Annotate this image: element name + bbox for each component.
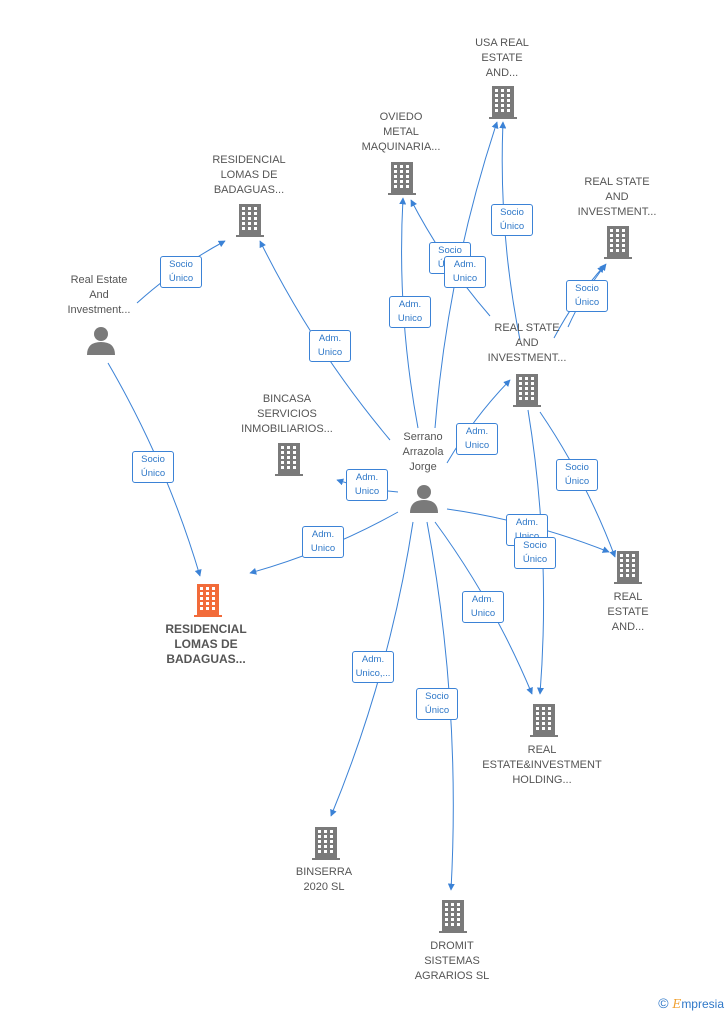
edge-label[interactable]: Socio Único <box>132 451 174 483</box>
node-label-oviedo[interactable]: OVIEDO METAL MAQUINARIA... <box>361 111 441 153</box>
building-icon[interactable] <box>275 443 303 476</box>
building-icon[interactable] <box>194 584 222 617</box>
building-icon[interactable] <box>530 704 558 737</box>
edge-label[interactable]: Adm. Unico <box>444 256 486 288</box>
nodes-layer <box>87 86 642 933</box>
node-label-real_estate_and[interactable]: REAL ESTATE AND... <box>607 591 649 633</box>
edge-label[interactable]: Adm. Unico <box>462 591 504 623</box>
person-icon[interactable] <box>87 327 115 355</box>
person-icon[interactable] <box>410 485 438 513</box>
edge-label[interactable]: Socio Único <box>160 256 202 288</box>
edge-serrano-to-re_inv_mid <box>446 379 511 464</box>
edge-label[interactable]: Socio Único <box>514 537 556 569</box>
node-label-serrano[interactable]: Serrano Arrazola Jorge <box>402 431 444 473</box>
empresia-brand[interactable]: ©Empresia <box>658 995 724 1011</box>
edge-label[interactable]: Adm. Unico <box>302 526 344 558</box>
building-icon[interactable] <box>388 162 416 195</box>
edge-label[interactable]: Adm. Unico <box>456 423 498 455</box>
node-label-realestate_person[interactable]: Real Estate And Investment... <box>67 274 131 316</box>
node-label-usa[interactable]: USA REAL ESTATE AND... <box>475 37 529 79</box>
edge-label[interactable]: Socio Único <box>416 688 458 720</box>
building-icon[interactable] <box>439 900 467 933</box>
edge-label[interactable]: Socio Único <box>566 280 608 312</box>
node-label-re_inv_mid[interactable]: REAL STATE AND INVESTMENT... <box>487 322 567 364</box>
building-icon[interactable] <box>236 204 264 237</box>
brand-initial: E <box>672 997 682 1011</box>
node-label-holding[interactable]: REAL ESTATE&INVESTMENT HOLDING... <box>482 744 602 786</box>
copyright-icon: © <box>658 995 669 1011</box>
node-label-binserra[interactable]: BINSERRA 2020 SL <box>295 866 353 893</box>
edge-label[interactable]: Adm. Unico <box>309 330 351 362</box>
building-icon[interactable] <box>312 827 340 860</box>
building-icon[interactable] <box>513 374 541 407</box>
node-label-re_inv_top[interactable]: REAL STATE AND INVESTMENT... <box>577 176 657 218</box>
node-label-lomas_focus[interactable]: RESIDENCIAL LOMAS DE BADAGUAS... <box>165 622 247 666</box>
node-label-bincasa[interactable]: BINCASA SERVICIOS INMOBILIARIOS... <box>241 393 333 435</box>
node-label-dromit[interactable]: DROMIT SISTEMAS AGRARIOS SL <box>414 940 490 982</box>
edge-label[interactable]: Adm. Unico,... <box>352 651 394 683</box>
node-label-lomas_top[interactable]: RESIDENCIAL LOMAS DE BADAGUAS... <box>212 154 286 196</box>
edge-label[interactable]: Adm. Unico <box>389 296 431 328</box>
edge-label[interactable]: Socio Único <box>491 204 533 236</box>
building-icon[interactable] <box>489 86 517 119</box>
building-icon[interactable] <box>614 551 642 584</box>
edge-label[interactable]: Socio Único <box>556 459 598 491</box>
building-icon[interactable] <box>604 226 632 259</box>
edge-label[interactable]: Adm. Unico <box>346 469 388 501</box>
brand-name: mpresia <box>681 997 724 1011</box>
